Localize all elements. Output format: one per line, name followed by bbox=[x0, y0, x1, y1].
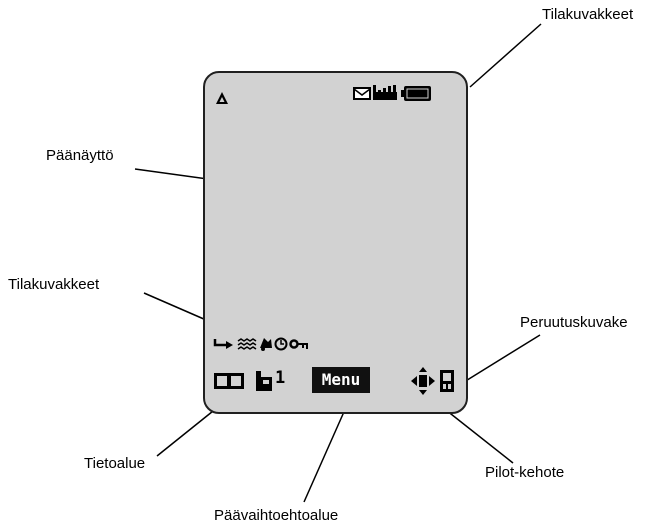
call-forward-icon bbox=[213, 339, 233, 349]
battery-icon bbox=[401, 86, 431, 101]
callout-info-area: Tietoalue bbox=[84, 455, 146, 472]
callout-status-icons-top: Tilakuvakkeet bbox=[542, 6, 634, 23]
keylock-icon bbox=[289, 339, 308, 349]
callout-main-option-area: Päävaihtoehtoalue bbox=[214, 507, 339, 524]
menu-softkey[interactable]: Menu bbox=[312, 367, 370, 393]
ringer-icon bbox=[260, 338, 272, 351]
phone-line-icon bbox=[256, 371, 272, 391]
alert-triangle-icon bbox=[216, 92, 228, 104]
callout-main-display: Päänäyttö bbox=[46, 147, 114, 164]
signal-strength-icon bbox=[373, 85, 397, 100]
phonebook-icon bbox=[214, 373, 244, 389]
alarm-clock-icon bbox=[274, 337, 288, 351]
callout-pilot-prompt: Pilot-kehote bbox=[485, 464, 565, 481]
envelope-icon bbox=[353, 87, 371, 100]
leader-line-back-icon bbox=[463, 334, 541, 383]
callout-status-icons-bottom: Tilakuvakkeet bbox=[8, 276, 100, 293]
navigation-arrows-icon bbox=[411, 367, 435, 395]
phone-line-number: 1 bbox=[275, 368, 286, 388]
back-phone-icon[interactable] bbox=[439, 369, 455, 393]
vibrate-icon bbox=[237, 338, 257, 350]
callout-back-icon: Peruutuskuvake bbox=[520, 314, 628, 331]
leader-line-top-status bbox=[469, 23, 542, 88]
phone-screen: 1 Menu bbox=[203, 71, 468, 414]
